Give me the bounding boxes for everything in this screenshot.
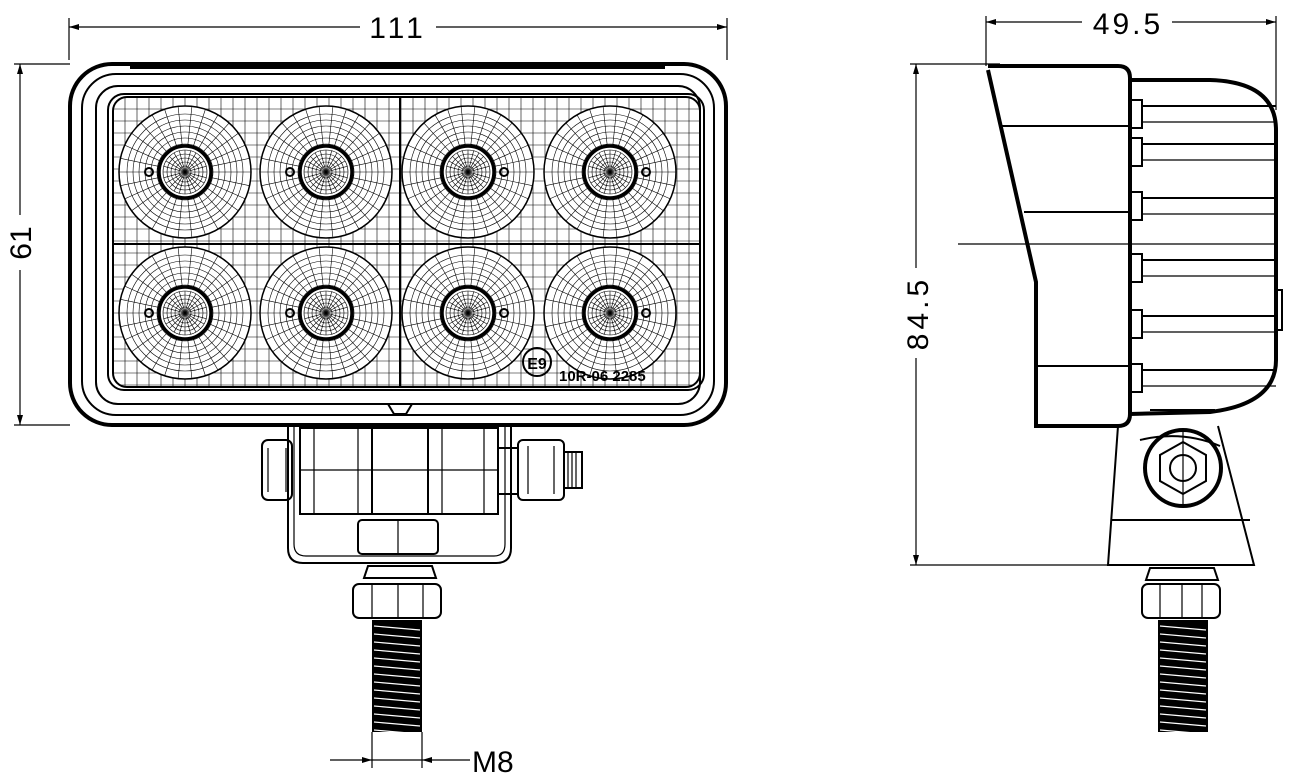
dimension-width-label: 111 [369,12,427,45]
dimension-front-height: 61 [5,63,70,426]
led-reflector [259,246,393,380]
emark-symbol: E9 [527,356,547,373]
led-reflector [401,105,535,239]
dimension-thread: M8 [330,732,514,779]
dimension-depth-label: 49.5 [1093,8,1163,41]
mount-bracket-front [261,425,583,564]
side-view: 49.5 84.5 [902,8,1283,735]
led-reflector [401,246,535,380]
led-array [118,105,677,380]
led-reflector [543,105,677,239]
heatsink-side [1129,78,1283,416]
front-view: 111 61 [5,12,728,779]
dimension-front-height-label: 61 [5,226,38,259]
led-reflector [118,105,252,239]
mount-bracket-side [1106,425,1256,566]
lens-dividers [112,96,701,388]
dimension-thread-label: M8 [472,746,514,779]
bolt-front [352,565,442,735]
led-reflector [543,246,677,380]
led-reflector [118,246,252,380]
emark: E9 10R-06 2285 [522,347,646,385]
approval-number: 10R-06 2285 [559,368,646,385]
dimension-depth: 49.5 [985,8,1277,110]
dimension-width: 111 [68,12,728,60]
dimension-side-height-label: 84.5 [902,276,935,350]
dimension-side-height: 84.5 [902,63,1110,566]
bolt-side [1141,567,1221,735]
bezel-side [986,64,1132,428]
led-reflector [259,105,393,239]
